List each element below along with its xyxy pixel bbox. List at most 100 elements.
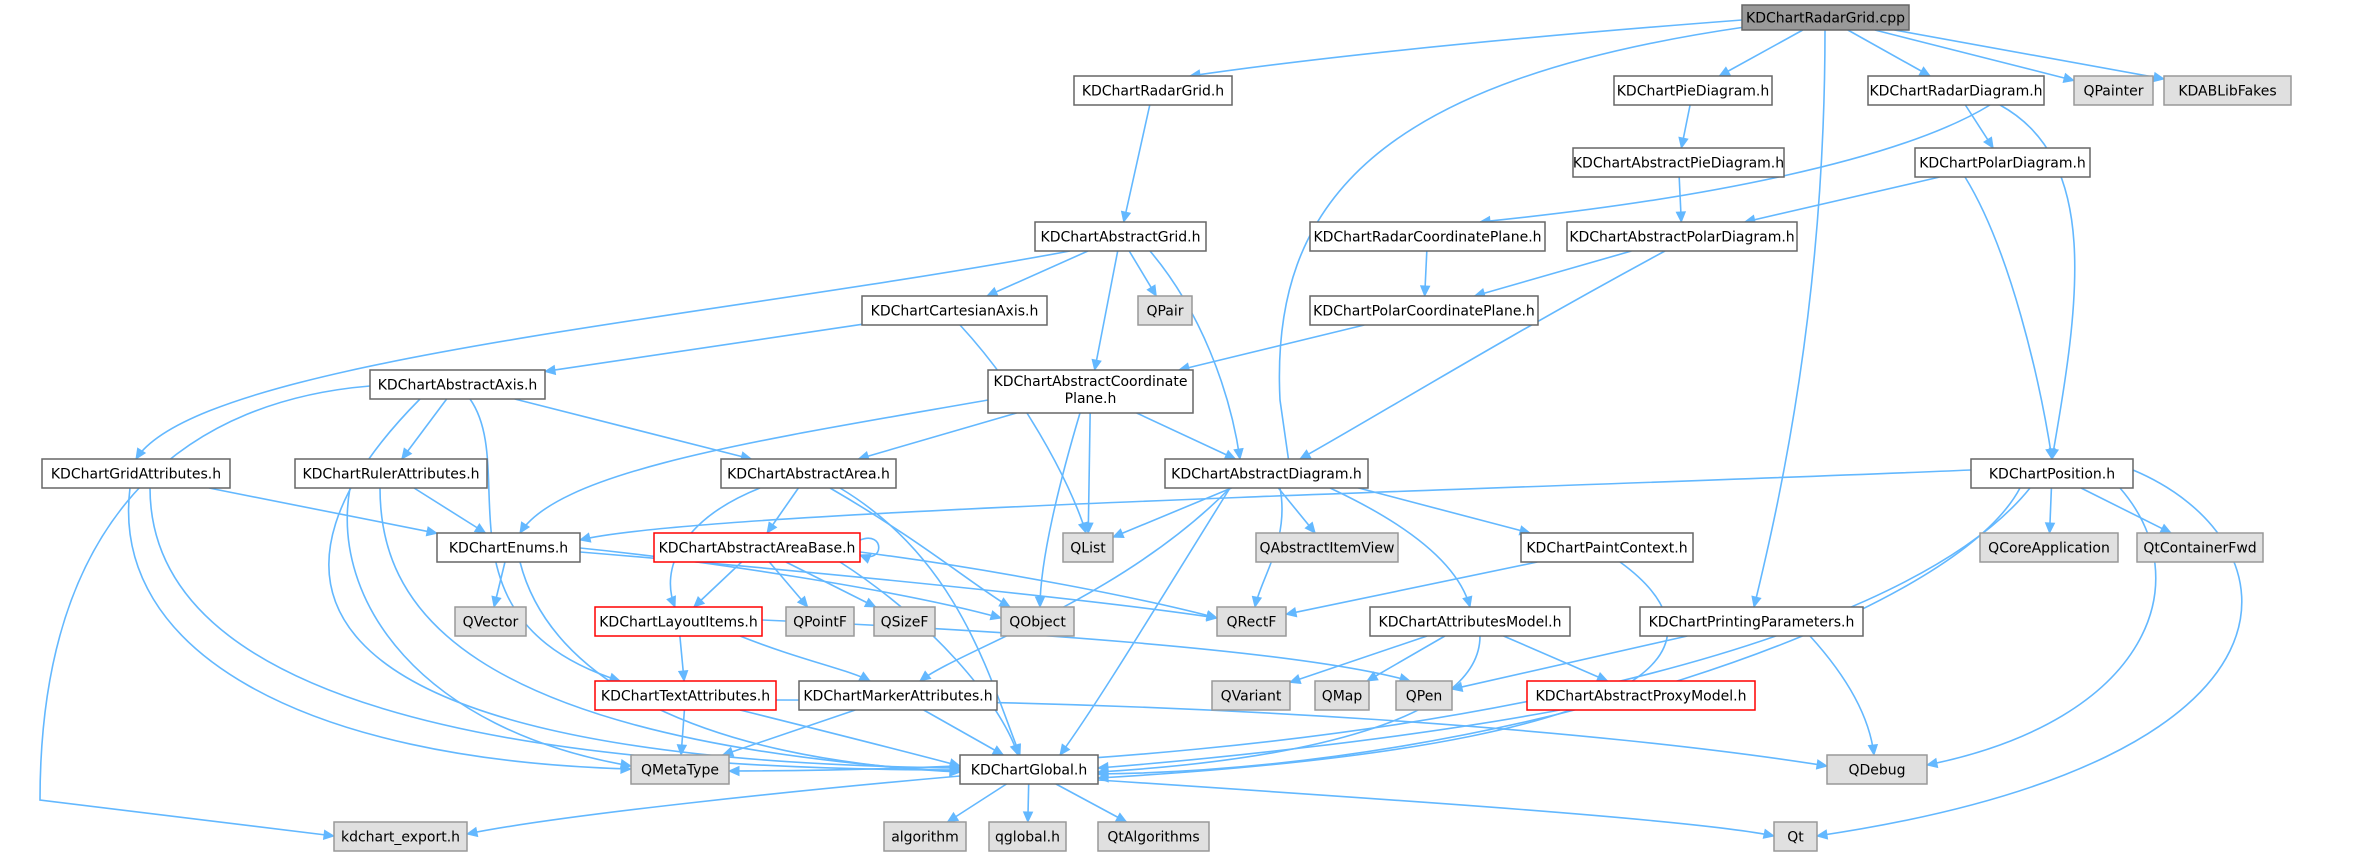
node-label: KDChartCartesianAxis.h	[871, 304, 1039, 320]
arrowhead-icon	[1815, 759, 1829, 770]
edge-line	[1289, 635, 1428, 684]
node-qabstractitemview: QAbstractItemView	[1255, 532, 1399, 563]
node-abstractareabase-h[interactable]: KDChartAbstractAreaBase.h	[653, 532, 861, 563]
arrowhead-icon	[1146, 284, 1157, 298]
arrowhead-icon	[1918, 66, 1932, 77]
edge-line	[1189, 19, 1743, 77]
arrowhead-icon	[1298, 449, 1312, 460]
node-box	[873, 606, 936, 637]
node-polarcoordinateplane-h[interactable]: KDChartPolarCoordinatePlane.h	[1309, 295, 1539, 326]
node-label: KDChartPrintingParameters.h	[1649, 615, 1855, 631]
edge-cartesianaxis_h-to-abstractaxis_h	[543, 323, 863, 376]
node-label: QSizeF	[881, 615, 929, 631]
node-label: QRectF	[1227, 615, 1277, 631]
node-radargrid-h[interactable]: KDChartRadarGrid.h	[1073, 75, 1233, 106]
node-box	[2163, 75, 2292, 106]
arrowhead-icon	[2159, 523, 2173, 534]
node-abstractgrid-h[interactable]: KDChartAbstractGrid.h	[1034, 221, 1207, 252]
arrowhead-icon	[858, 554, 872, 564]
node-box	[1773, 821, 1818, 852]
node-label: kdchart_export.h	[341, 830, 460, 846]
arrowhead-icon	[677, 670, 689, 683]
node-box	[1255, 532, 1399, 563]
node-printingparameters-h[interactable]: KDChartPrintingParameters.h	[1639, 606, 1864, 637]
node-textattributes-h[interactable]: KDChartTextAttributes.h	[594, 680, 777, 711]
node-box	[1639, 606, 1864, 637]
arrowhead-icon	[1233, 447, 1244, 461]
edge-enums_h-to-qvector	[491, 561, 506, 609]
node-label: QPen	[1406, 689, 1442, 705]
node-abstractpolardiagram-h[interactable]: KDChartAbstractPolarDiagram.h	[1566, 221, 1798, 252]
node-abstractproxymodel-h[interactable]: KDChartAbstractProxyModel.h	[1526, 680, 1756, 711]
edge-position_h-to-enums_h	[578, 469, 1972, 543]
arrowhead-icon	[1867, 743, 1879, 757]
node-box	[1309, 295, 1539, 326]
edge-line	[1809, 635, 1875, 756]
edge-root-to-qpainter	[1874, 29, 2076, 84]
node-radardiagram-h[interactable]: KDChartRadarDiagram.h	[1867, 75, 2045, 106]
node-gridattributes-h[interactable]: KDChartGridAttributes.h	[41, 458, 231, 489]
node-box	[988, 821, 1067, 852]
edge-line	[1847, 29, 1931, 77]
node-markerattributes-h[interactable]: KDChartMarkerAttributes.h	[798, 680, 998, 711]
node-box	[1970, 458, 2134, 489]
edge-abstractgrid_h-to-gridattributes_h	[135, 250, 1071, 461]
node-abstractaxis-h[interactable]: KDChartAbstractAxis.h	[369, 369, 546, 400]
node-box	[454, 606, 527, 637]
node-box	[1914, 147, 2091, 178]
arrowhead-icon	[1304, 521, 1316, 534]
edge-line	[579, 547, 1002, 619]
node-label: QCoreApplication	[1988, 541, 2110, 557]
edge-line	[1055, 783, 1127, 823]
arrowhead-icon	[135, 447, 147, 461]
node-piediagram-h[interactable]: KDChartPieDiagram.h	[1613, 75, 1773, 106]
edge-abstractpiediagram_h-to-abstractpolardiagram_h	[1675, 176, 1687, 224]
edge-line	[1816, 469, 2243, 837]
edge-line	[761, 619, 1411, 682]
node-paintcontext-h[interactable]: KDChartPaintContext.h	[1520, 532, 1694, 563]
node-qpointf: QPointF	[785, 606, 855, 637]
node-rulerattributes-h[interactable]: KDChartRulerAttributes.h	[294, 458, 488, 489]
node-root[interactable]: KDChartRadarGrid.cpp	[1741, 4, 1910, 31]
node-label: KDChartLayoutItems.h	[599, 615, 758, 631]
edge-abstractgrid_h-to-qpair	[1128, 250, 1157, 298]
arrowhead-icon	[425, 526, 439, 537]
node-box	[294, 458, 488, 489]
node-position-h[interactable]: KDChartPosition.h	[1970, 458, 2134, 489]
arrowhead-icon	[2152, 71, 2166, 83]
node-abstractdiagram-h[interactable]: KDChartAbstractDiagram.h	[1164, 458, 1369, 489]
node-polardiagram-h[interactable]: KDChartPolarDiagram.h	[1914, 147, 2091, 178]
node-abstractarea-h[interactable]: KDChartAbstractArea.h	[720, 458, 897, 489]
edge-line	[1178, 324, 1365, 371]
edge-abstractpolardiagram_h-to-abstractdiagram_h	[1298, 250, 1666, 460]
node-qtcontainerfwd: QtContainerFwd	[2136, 532, 2264, 563]
arrowhead-icon	[322, 829, 336, 840]
edge-line	[135, 250, 1071, 460]
node-global-h[interactable]: KDChartGlobal.h	[959, 754, 1099, 785]
edge-abstractarea_h-to-abstractareabase_h	[766, 487, 800, 535]
node-box	[1566, 221, 1798, 252]
edge-line	[39, 385, 371, 837]
node-label: QList	[1070, 541, 1106, 557]
arrowhead-icon	[1288, 673, 1302, 684]
edge-line	[379, 487, 961, 773]
node-box	[1164, 458, 1369, 489]
edge-abstractareabase_h-to-layoutitems_h	[692, 561, 743, 608]
arrowhead-icon	[491, 595, 502, 609]
node-enums-h[interactable]: KDChartEnums.h	[436, 532, 581, 563]
node-radarcoordinateplane-h[interactable]: KDChartRadarCoordinatePlane.h	[1309, 221, 1546, 252]
node-attributesmodel-h[interactable]: KDChartAttributesModel.h	[1369, 606, 1571, 637]
edge-line	[346, 487, 632, 767]
edge-rulerattributes_h-to-enums_h	[413, 487, 487, 534]
node-qvector: QVector	[454, 606, 527, 637]
node-layoutitems-h[interactable]: KDChartLayoutItems.h	[594, 606, 763, 637]
edge-line	[466, 775, 961, 835]
edge-line	[1366, 635, 1446, 682]
node-cartesianaxis-h[interactable]: KDChartCartesianAxis.h	[861, 295, 1048, 326]
edge-line	[1122, 104, 1151, 223]
node-abstractpiediagram-h[interactable]: KDChartAbstractPieDiagram.h	[1572, 147, 1785, 178]
arrowhead-icon	[666, 595, 676, 609]
node-box	[1979, 532, 2119, 563]
